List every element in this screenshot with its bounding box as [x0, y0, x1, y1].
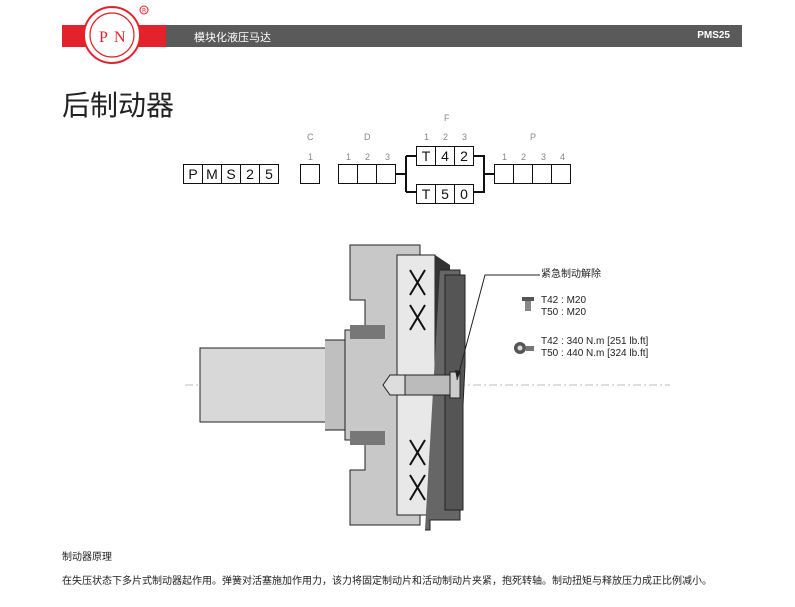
brake-cross-section	[185, 244, 670, 531]
code-box-f: 4	[435, 146, 455, 166]
screw-spec: T42 : M20 T50 : M20	[541, 295, 586, 319]
svg-text:R: R	[142, 8, 146, 15]
screw-spec-t42: T42 : M20	[541, 295, 587, 306]
code-box: 5	[259, 164, 279, 184]
code-box-d	[376, 164, 396, 184]
option-connector	[396, 155, 494, 193]
digit: 3	[385, 152, 391, 162]
svg-text:N: N	[114, 29, 126, 46]
group-label-p: P	[530, 132, 537, 142]
principle-body: 在失压状态下多片式制动器起作用。弹簧对活塞施加作用力，该力将固定制动片和活动制动…	[62, 576, 712, 587]
torque-spec-t42: T42 : 340 N.m [251 lb.ft]	[541, 336, 649, 347]
digit: 3	[541, 152, 547, 162]
code-box-c	[300, 164, 320, 184]
emergency-release-label: 紧急制动解除	[541, 269, 601, 280]
digit: 2	[365, 152, 371, 162]
principle-heading: 制动器原理	[62, 552, 112, 563]
group-label-f: F	[444, 113, 450, 123]
code-box-f: 5	[435, 184, 455, 204]
digit: 3	[462, 132, 468, 142]
brand-logo: P N R	[80, 2, 152, 68]
screw-icon	[522, 296, 534, 311]
code-box-p	[532, 164, 552, 184]
digit: 1	[502, 152, 508, 162]
page-title: 后制动器	[62, 89, 175, 122]
code-box: 2	[240, 164, 260, 184]
code-box-p	[494, 164, 514, 184]
code-box-f: 0	[454, 184, 474, 204]
digit: 1	[308, 152, 314, 162]
torque-spec-t50: T50 : 440 N.m [324 lb.ft]	[541, 348, 649, 359]
code-box-f: T	[416, 184, 436, 204]
header-model: PMS25	[697, 30, 730, 41]
digit: 1	[346, 152, 352, 162]
code-box-d	[338, 164, 358, 184]
code-box: P	[183, 164, 203, 184]
group-label-d: D	[364, 132, 371, 142]
header-title: 模块化液压马达	[194, 31, 271, 44]
code-box-p	[513, 164, 533, 184]
code-box-p	[551, 164, 571, 184]
screw-spec-t50: T50 : M20	[541, 307, 587, 318]
digit: 2	[443, 132, 449, 142]
digit: 1	[424, 132, 430, 142]
svg-text:P: P	[99, 29, 108, 46]
group-label-c: C	[307, 132, 314, 142]
code-box-f: T	[416, 146, 436, 166]
header-bar: 模块化液压马达 PMS25	[166, 25, 742, 47]
torque-wrench-icon	[513, 340, 535, 354]
code-box: M	[202, 164, 222, 184]
code-box-f: 2	[454, 146, 474, 166]
code-box-d	[357, 164, 377, 184]
torque-spec: T42 : 340 N.m [251 lb.ft] T50 : 440 N.m …	[541, 336, 648, 360]
digit: 2	[521, 152, 527, 162]
code-box: S	[221, 164, 241, 184]
digit: 4	[560, 152, 566, 162]
